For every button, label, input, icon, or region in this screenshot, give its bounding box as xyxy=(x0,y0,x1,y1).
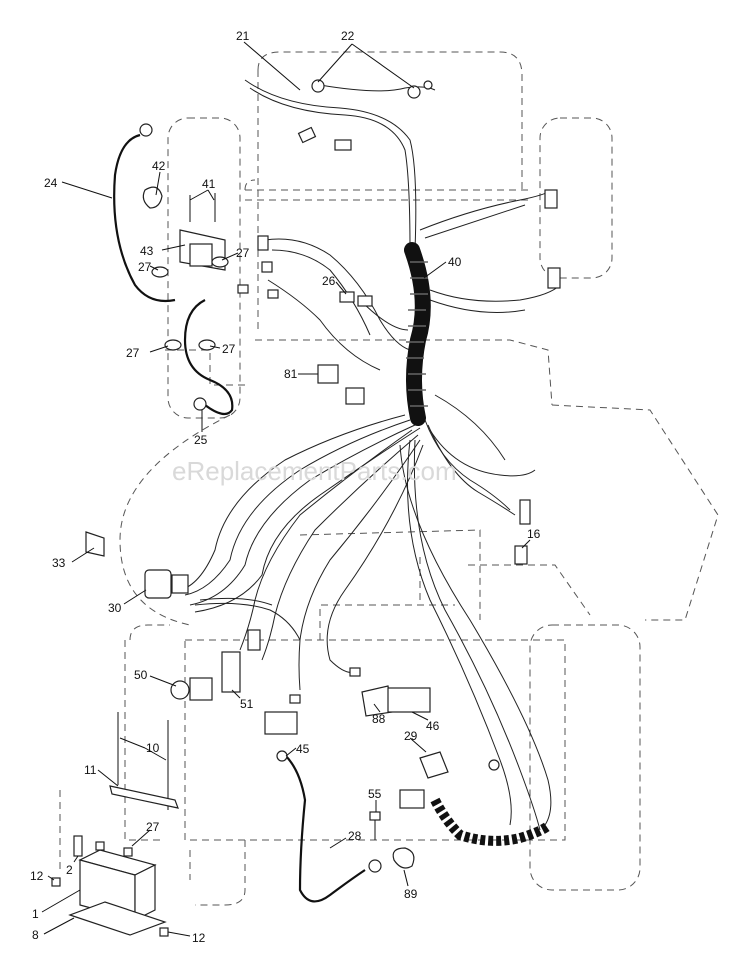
callout-2: 2 xyxy=(66,863,73,877)
callout-8: 8 xyxy=(32,928,39,942)
callout-26: 26 xyxy=(322,274,336,288)
callout-33: 33 xyxy=(52,556,66,570)
callout-27-c: 27 xyxy=(126,346,140,360)
wiring-harness xyxy=(179,79,561,831)
cable-28 xyxy=(284,754,366,903)
callout-1: 1 xyxy=(32,907,39,921)
cable-25 xyxy=(183,299,234,416)
callout-42: 42 xyxy=(152,159,166,173)
callout-25: 25 xyxy=(194,433,208,447)
harness-loom xyxy=(404,242,431,426)
callout-27-a: 27 xyxy=(236,246,250,260)
callout-12-b: 12 xyxy=(192,931,206,945)
callout-43: 43 xyxy=(140,244,154,258)
callout-12-a: 12 xyxy=(30,869,44,883)
callout-28: 28 xyxy=(348,829,362,843)
callout-labels: 21 22 24 42 41 43 27 27 27 27 40 26 81 2… xyxy=(30,29,541,945)
callout-29: 29 xyxy=(404,729,418,743)
coiled-cable xyxy=(430,797,551,846)
callout-21: 21 xyxy=(236,29,250,43)
callout-51: 51 xyxy=(240,697,254,711)
callout-16: 16 xyxy=(527,527,541,541)
callout-22: 22 xyxy=(341,29,355,43)
callout-40: 40 xyxy=(448,255,462,269)
callout-30: 30 xyxy=(108,601,122,615)
callout-11: 11 xyxy=(84,763,97,777)
callout-27-d: 27 xyxy=(222,342,236,356)
callout-50: 50 xyxy=(134,668,148,682)
callout-81: 81 xyxy=(284,367,298,381)
callout-10: 10 xyxy=(146,741,160,755)
parts xyxy=(51,79,561,937)
tractor-outline xyxy=(59,51,719,906)
cable-24 xyxy=(113,133,176,303)
callout-46: 46 xyxy=(426,719,440,733)
watermark: eReplacementParts.com xyxy=(172,456,457,486)
callout-45: 45 xyxy=(296,742,310,756)
callout-27-e: 27 xyxy=(146,820,160,834)
callout-55: 55 xyxy=(368,787,382,801)
callout-27-b: 27 xyxy=(138,260,152,274)
callout-41: 41 xyxy=(202,177,216,191)
callout-89: 89 xyxy=(404,887,418,901)
callout-24: 24 xyxy=(44,176,58,190)
callout-88: 88 xyxy=(372,712,386,726)
leader-lines xyxy=(41,41,531,937)
